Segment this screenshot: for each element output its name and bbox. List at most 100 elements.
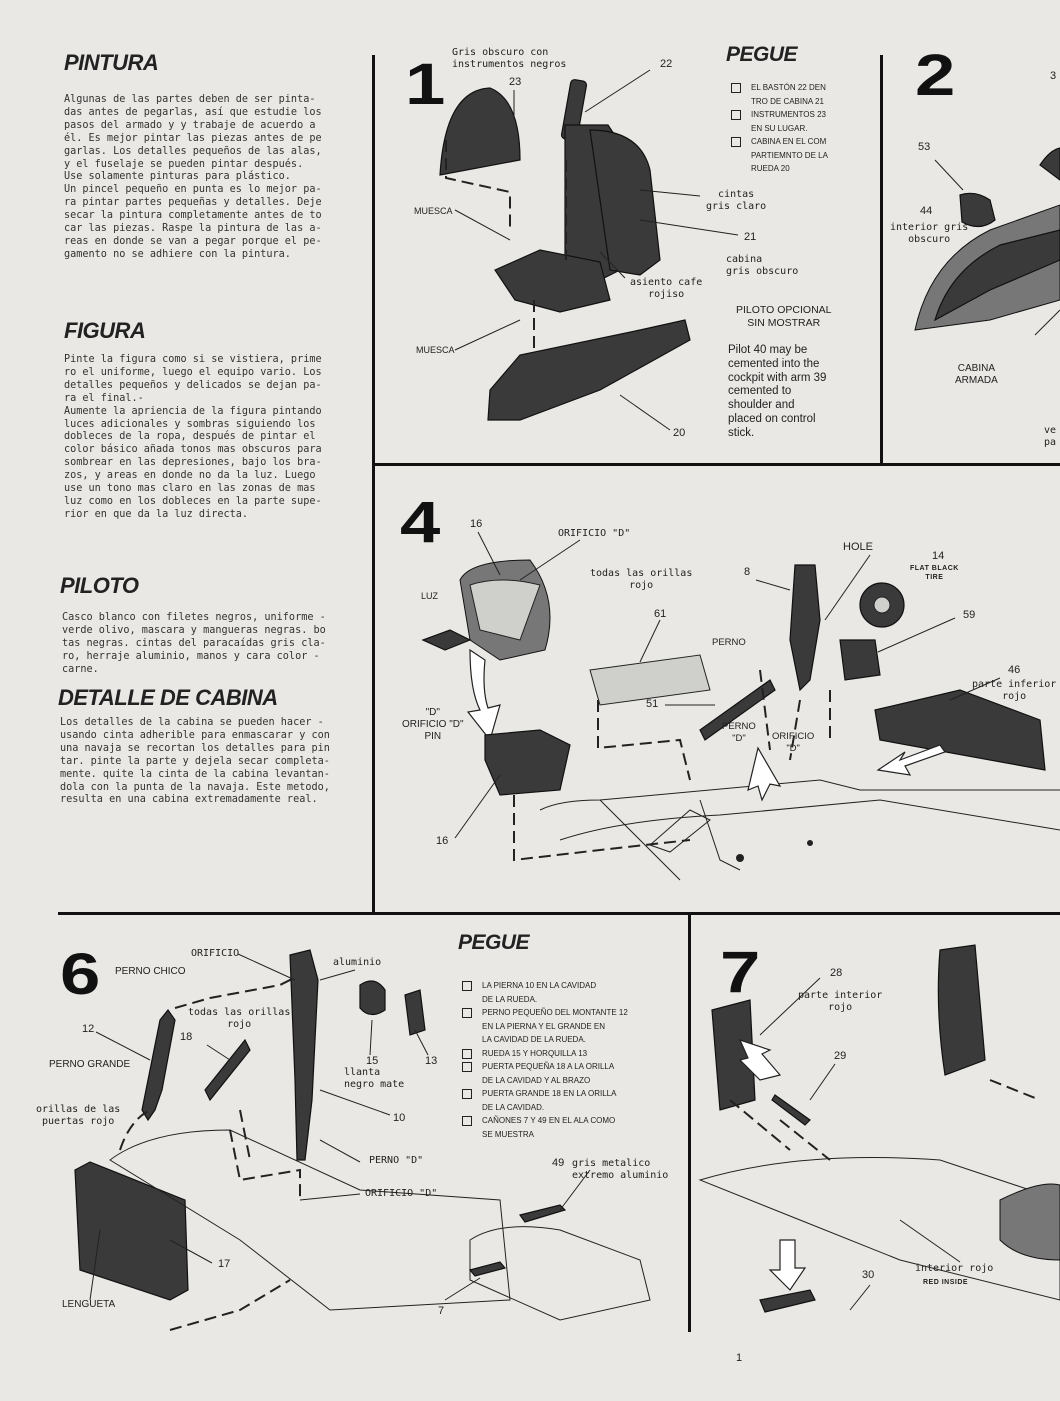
step6-part-12: 12 (82, 1023, 95, 1035)
step6-drawing (74, 949, 651, 1331)
step4-label-flat-black: FLAT BLACK TIRE (910, 565, 959, 581)
checkbox-icon[interactable] (462, 981, 472, 991)
step4-label-luz: LUZ (421, 591, 439, 601)
step6-pegue-list: La pierna 10 en la cavidad de la rueda. … (462, 979, 682, 1141)
step1-number: 1 (405, 52, 446, 117)
pintura-title: PINTURA (64, 50, 159, 75)
step1-part-20: 20 (673, 427, 686, 439)
step7-label-red-inside: RED INSIDE (923, 1279, 969, 1286)
divider-mid-vertical (880, 55, 883, 465)
step4-number: 4 (400, 490, 441, 555)
step2-label-interior: interior gris obscuro (890, 222, 969, 245)
step7-label-interior-rojo: interior rojo (915, 1263, 994, 1274)
divider-step6-vertical (688, 912, 691, 1332)
divider-horizontal-top (372, 463, 1060, 466)
checkbox-icon[interactable] (462, 1062, 472, 1072)
step6-pegue-item[interactable]: Perno pequeño del montante 12 en la pier… (462, 1006, 682, 1047)
step6-pegue-item[interactable]: Puerta pequeña 18 a la orilla de la cavi… (462, 1060, 682, 1087)
figura-title: FIGURA (64, 318, 146, 343)
step6-label-orificio: ORIFICIO (191, 948, 240, 959)
step7-label-parte-interior: parte interior rojo (798, 990, 883, 1013)
step1-pegue-item[interactable]: El bastón 22 den tro de cabina 21 (731, 81, 871, 108)
step7-drawing (698, 944, 1060, 1313)
step6-label-perno-chico: PERNO CHICO (115, 966, 186, 977)
step4-label-hole: HOLE (843, 541, 873, 553)
step6-pegue-item[interactable]: La pierna 10 en la cavidad de la rueda. (462, 979, 682, 1006)
step6-label-lengueta: LENGUETA (62, 1299, 116, 1310)
step4-label-parte-inferior: parte inferior rojo (972, 679, 1057, 702)
step1-pegue-list: El bastón 22 den tro de cabina 21 Instru… (731, 81, 871, 176)
step1-drawing (439, 69, 739, 431)
step6-label-todas-orillas: todas las orillas rojo (188, 1007, 291, 1030)
step1-label-cabina: cabina gris obscuro (726, 254, 799, 277)
step1-label-muesca-2: MUESCA (416, 345, 455, 355)
checkbox-icon[interactable] (462, 1048, 472, 1059)
step7-part-29: 29 (834, 1050, 847, 1062)
checkbox-icon[interactable] (731, 110, 741, 120)
step4-label-orificio-d2: ORIFICIO "D" (772, 731, 815, 754)
step2-part-44: 44 (920, 205, 933, 217)
step4-part-8: 8 (744, 566, 751, 578)
step6-label-perno-grande: PERNO GRANDE (49, 1059, 131, 1070)
step1-pegue-item[interactable]: Instrumentos 23 en su lugar. (731, 108, 871, 135)
step4-label-perno: PERNO (712, 637, 746, 648)
figura-body: Pinte la figura como si se vistiera, pri… (64, 354, 322, 520)
step1-part-23: 23 (509, 76, 522, 88)
divider-left-vertical (372, 55, 375, 913)
step1-label-asiento: asiento cafe rojiso (630, 277, 703, 300)
step4-part-59: 59 (963, 609, 976, 621)
step2-label-cabina-armada: CABINA ARMADA (955, 363, 998, 386)
step2-drawing (914, 147, 1060, 336)
step6-label-orificio-d: ORIFICIO "D" (365, 1188, 438, 1199)
step2-number: 2 (915, 43, 956, 108)
step4-label-perno-d: PERNO "D" (722, 721, 756, 744)
page-number: 1 (736, 1352, 743, 1364)
step6-pegue-item[interactable]: Cañones 7 y 49 en el ala como se muestra (462, 1114, 682, 1141)
step6-part-49: 49 (552, 1157, 565, 1169)
step4-part-51: 51 (646, 698, 659, 710)
step1-pegue-title: PEGUE (726, 43, 798, 66)
step4-part-46: 46 (1008, 664, 1021, 676)
checkbox-icon[interactable] (731, 83, 741, 93)
step6-label-orillas-puertas: orillas de las puertas rojo (36, 1104, 121, 1127)
step4-label-todas-orillas: todas las orillas rojo (590, 568, 693, 591)
step4-part-61: 61 (654, 608, 667, 620)
step4-part-16a: 16 (470, 518, 483, 530)
step2-part-53: 53 (918, 141, 931, 153)
step6-pegue-item[interactable]: Rueda 15 y horquilla 13 (462, 1047, 682, 1061)
step6-part-15: 15 (366, 1055, 379, 1067)
step6-pegue-title: PEGUE (458, 931, 530, 954)
checkbox-icon[interactable] (731, 137, 741, 147)
checkbox-icon[interactable] (462, 1089, 472, 1099)
step4-label-orificio-top: ORIFICIO "D" (558, 528, 631, 539)
step1-pegue-item[interactable]: Cabina en el com partiemnto de la rueda … (731, 135, 871, 176)
step2-label-cut: ve pa (1044, 425, 1057, 448)
step6-label-llanta: llanta negro mate (344, 1067, 405, 1090)
step1-label-muesca-1: MUESCA (414, 206, 453, 216)
step6-part-18: 18 (180, 1031, 193, 1043)
step4-label-d-pin: "D" ORIFICIO "D" PIN (402, 707, 464, 742)
step6-label-perno-d: PERNO "D" (369, 1155, 424, 1166)
checkbox-icon[interactable] (462, 1116, 472, 1126)
step6-label-aluminio: aluminio (333, 957, 382, 968)
checkbox-icon[interactable] (462, 1008, 472, 1018)
step6-pegue-item[interactable]: Puerta grande 18 en la orilla de la cavi… (462, 1087, 682, 1114)
step6-part-17: 17 (218, 1258, 231, 1270)
step1-label-cintas: cintas gris claro (706, 189, 767, 212)
step7-part-28: 28 (830, 967, 843, 979)
step6-part-13: 13 (425, 1055, 438, 1067)
step2-part-3: 3 (1050, 70, 1057, 82)
pintura-body: Algunas de las partes deben de ser pinta… (64, 94, 322, 260)
piloto-title: PILOTO (60, 573, 139, 598)
step6-number: 6 (60, 942, 101, 1007)
step1-label-gris-obscuro: Gris obscuro con instrumentos negros (452, 47, 567, 70)
step1-piloto-opcional: PILOTO OPCIONAL SIN MOSTRAR (736, 304, 832, 329)
step7-number: 7 (720, 940, 761, 1005)
step1-part-22: 22 (660, 58, 673, 70)
step6-label-gris-metalico: gris metalico extremo aluminio (572, 1158, 669, 1181)
step4-part-14: 14 (932, 550, 945, 562)
detalle-cabina-body: Los detalles de la cabina se pueden hace… (60, 717, 330, 806)
step6-part-10: 10 (393, 1112, 406, 1124)
step7-part-30: 30 (862, 1269, 875, 1281)
